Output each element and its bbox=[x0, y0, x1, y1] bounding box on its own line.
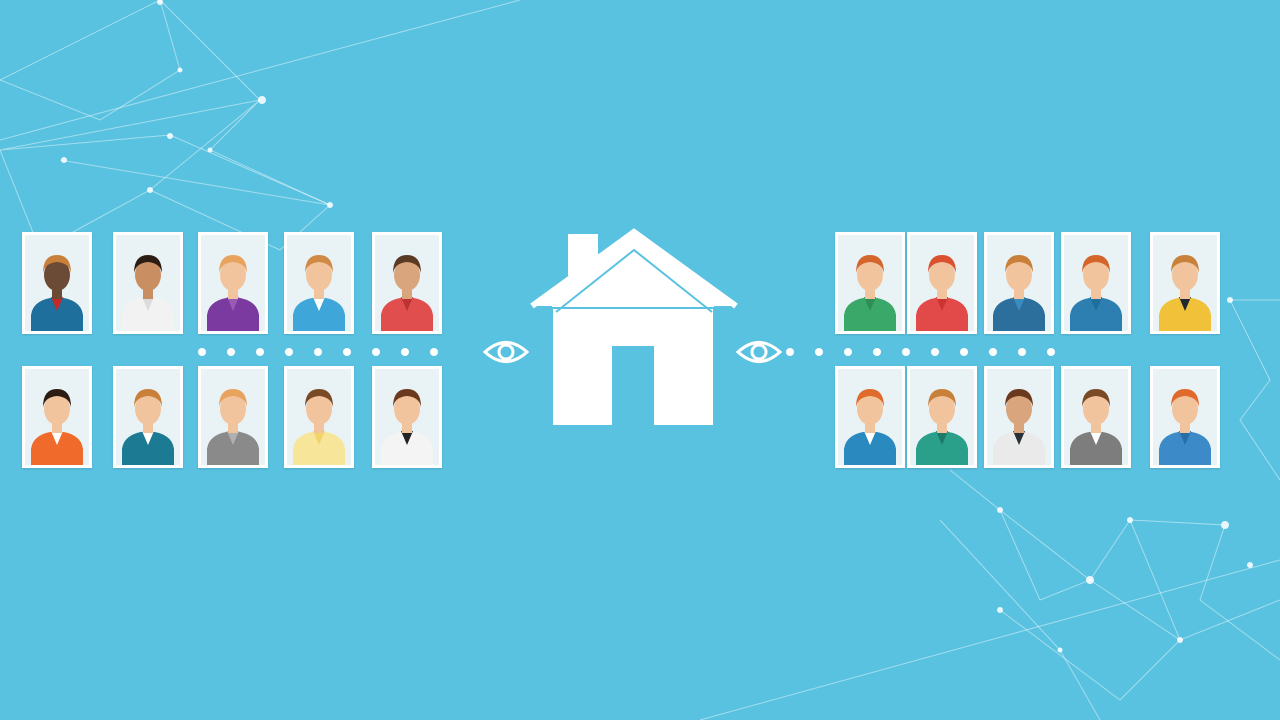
connector-dot bbox=[343, 348, 351, 356]
connector-dot bbox=[198, 348, 206, 356]
left-person-card bbox=[22, 366, 92, 468]
person-avatar-icon bbox=[31, 389, 83, 465]
connector-dot bbox=[1018, 348, 1026, 356]
person-avatar-icon bbox=[1159, 389, 1211, 465]
right-person-card bbox=[1061, 232, 1131, 334]
person-avatar-icon bbox=[207, 255, 259, 331]
connector-dot bbox=[989, 348, 997, 356]
person-avatar-icon bbox=[122, 389, 174, 465]
person-avatar-icon bbox=[122, 255, 174, 331]
connector-dot bbox=[844, 348, 852, 356]
connector-dot bbox=[372, 348, 380, 356]
left-person-card bbox=[113, 366, 183, 468]
person-avatar-icon bbox=[993, 389, 1045, 465]
right-person-card bbox=[1150, 366, 1220, 468]
person-avatar-icon bbox=[207, 389, 259, 465]
connector-dot bbox=[1047, 348, 1055, 356]
right-person-card bbox=[984, 232, 1054, 334]
left-person-card bbox=[284, 232, 354, 334]
person-avatar-icon bbox=[381, 255, 433, 331]
connector-dot bbox=[902, 348, 910, 356]
person-avatar-icon bbox=[844, 255, 896, 331]
right-person-card bbox=[835, 366, 905, 468]
person-avatar-icon bbox=[1159, 255, 1211, 331]
connector-dot bbox=[401, 348, 409, 356]
eye-icon bbox=[483, 341, 529, 363]
person-avatar-icon bbox=[844, 389, 896, 465]
connector-dot bbox=[873, 348, 881, 356]
connector-dot bbox=[430, 348, 438, 356]
left-person-card bbox=[198, 232, 268, 334]
right-person-card bbox=[984, 366, 1054, 468]
right-person-card bbox=[907, 232, 977, 334]
connector-dot bbox=[256, 348, 264, 356]
person-avatar-icon bbox=[916, 255, 968, 331]
left-person-card bbox=[372, 232, 442, 334]
connector-dot bbox=[815, 348, 823, 356]
person-avatar-icon bbox=[381, 389, 433, 465]
connector-dot bbox=[786, 348, 794, 356]
right-person-card bbox=[1061, 366, 1131, 468]
person-avatar-icon bbox=[293, 389, 345, 465]
person-avatar-icon bbox=[293, 255, 345, 331]
left-person-card bbox=[22, 232, 92, 334]
left-person-card bbox=[372, 366, 442, 468]
connector-dot bbox=[285, 348, 293, 356]
person-avatar-icon bbox=[31, 255, 83, 331]
left-person-card bbox=[284, 366, 354, 468]
connector-dot bbox=[960, 348, 968, 356]
person-avatar-icon bbox=[1070, 255, 1122, 331]
left-person-card bbox=[198, 366, 268, 468]
right-person-card bbox=[835, 232, 905, 334]
eye-icon bbox=[736, 341, 782, 363]
connector-dot bbox=[314, 348, 322, 356]
person-avatar-icon bbox=[916, 389, 968, 465]
right-person-card bbox=[907, 366, 977, 468]
connector-dot bbox=[931, 348, 939, 356]
house-icon bbox=[530, 228, 738, 427]
person-avatar-icon bbox=[993, 255, 1045, 331]
left-person-card bbox=[113, 232, 183, 334]
right-person-card bbox=[1150, 232, 1220, 334]
person-avatar-icon bbox=[1070, 389, 1122, 465]
connector-dot bbox=[227, 348, 235, 356]
